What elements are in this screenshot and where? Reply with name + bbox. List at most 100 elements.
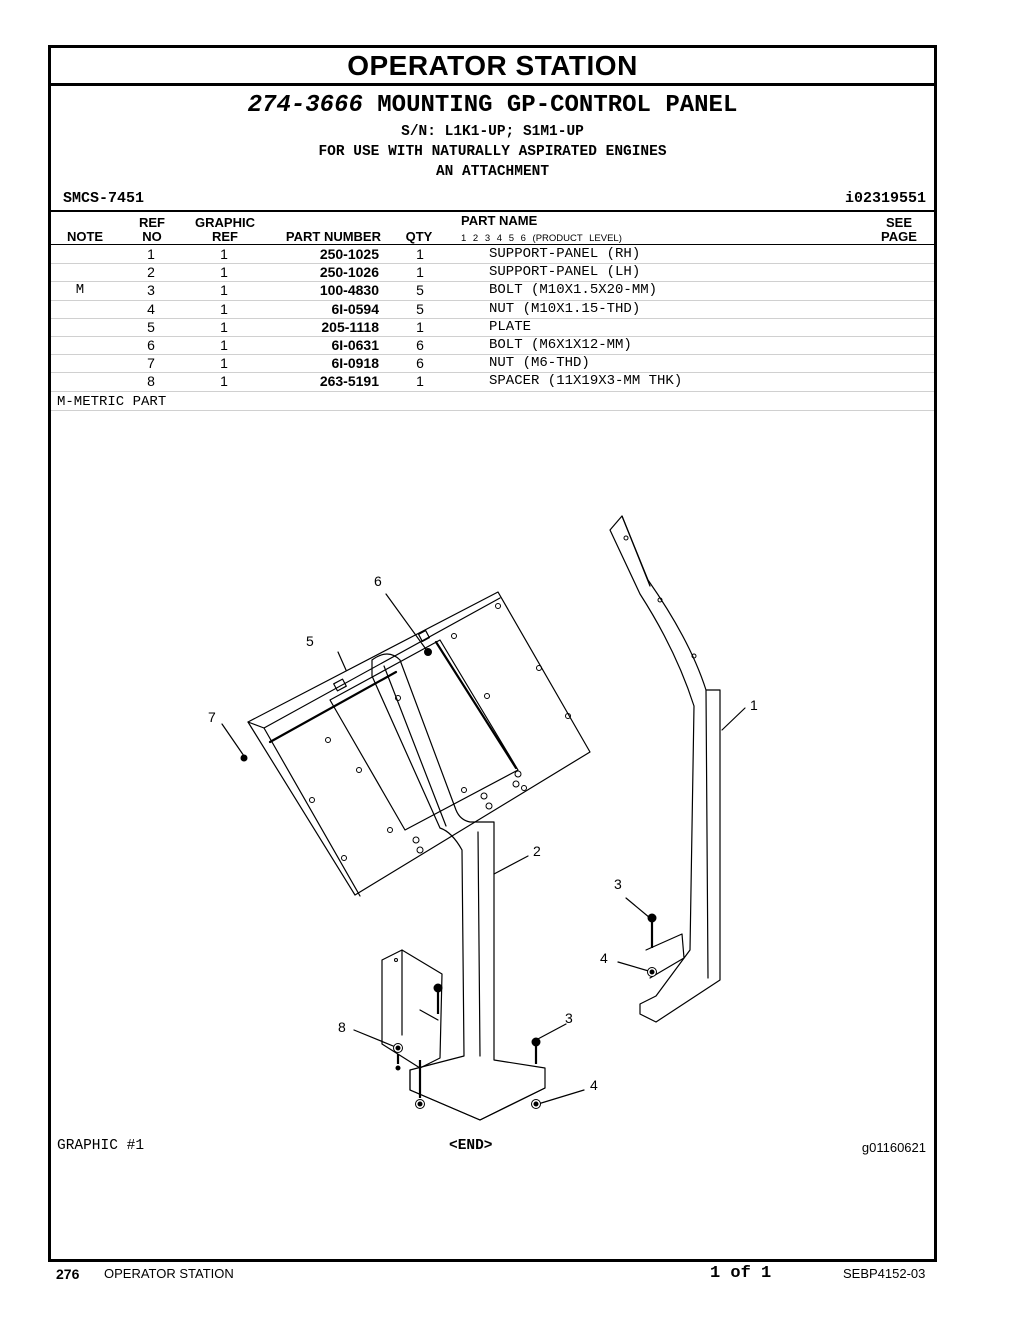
cell-graphic-ref: 1 <box>193 300 255 319</box>
product-level-label: 1 2 3 4 5 6 (PRODUCT LEVEL) <box>461 233 622 244</box>
header-top-rule <box>51 210 934 212</box>
cell-ref-no: 4 <box>109 300 193 319</box>
panel-cutout <box>329 639 519 831</box>
cell-part-name: NUT (M6-THD) <box>461 354 934 374</box>
cell-part-number: 6I-0918 <box>255 354 379 374</box>
cell-part-name: NUT (M10X1.15-THD) <box>461 300 934 319</box>
cell-part-number: 205-1118 <box>255 318 379 337</box>
cell-note: M <box>51 281 109 301</box>
cell-ref-no: 5 <box>109 318 193 337</box>
cell-note <box>51 300 109 319</box>
callout-2: 2 <box>533 843 541 859</box>
cell-note <box>51 246 109 265</box>
callout-4b: 4 <box>590 1077 598 1093</box>
cell-part-number: 250-1025 <box>255 246 379 265</box>
cell-qty: 6 <box>379 336 461 356</box>
cell-graphic-ref: 1 <box>193 318 255 337</box>
smcs-code: SMCS-7451 <box>63 190 145 207</box>
document-id: i02319551 <box>844 190 926 207</box>
left-support-panel <box>371 653 546 1121</box>
right-support-panel <box>609 515 721 1023</box>
usage-note: FOR USE WITH NATURALLY ASPIRATED ENGINES <box>318 144 667 160</box>
callout-3b: 3 <box>565 1010 573 1026</box>
callout-7: 7 <box>208 709 216 725</box>
header-part-name: PART NAME <box>461 213 538 228</box>
control-panel-plate <box>247 591 591 896</box>
metric-note: M-METRIC PART <box>57 394 167 410</box>
cell-ref-no: 2 <box>109 263 193 283</box>
footer-page-number: 276 <box>56 1266 80 1282</box>
section-title: OPERATOR STATION <box>51 48 934 86</box>
end-label: <END> <box>449 1138 493 1154</box>
cell-note <box>51 263 109 283</box>
cell-qty: 1 <box>379 372 461 392</box>
cell-ref-no: 3 <box>109 281 193 301</box>
metric-rule <box>51 410 934 411</box>
cell-qty: 6 <box>379 354 461 374</box>
callout-3a: 3 <box>614 876 622 892</box>
cell-graphic-ref: 1 <box>193 263 255 283</box>
page-frame: OPERATOR STATION 274-3666 MOUNTING GP-CO… <box>48 45 937 1262</box>
cell-graphic-ref: 1 <box>193 372 255 392</box>
cell-graphic-ref: 1 <box>193 281 255 301</box>
cell-qty: 1 <box>379 246 461 265</box>
graphic-id: g01160621 <box>861 1140 926 1155</box>
group-part-number: 274-3666 <box>247 92 363 119</box>
cell-qty: 1 <box>379 263 461 283</box>
cell-graphic-ref: 1 <box>193 354 255 374</box>
cell-note <box>51 318 109 337</box>
cell-qty: 5 <box>379 281 461 301</box>
callout-5: 5 <box>306 633 314 649</box>
header-qty: QTY <box>405 229 433 244</box>
graphic-label: GRAPHIC #1 <box>57 1138 145 1154</box>
cell-note <box>51 336 109 356</box>
cell-part-number: 100-4830 <box>255 281 379 301</box>
cell-part-number: 6I-0594 <box>255 300 379 319</box>
attachment-type: AN ATTACHMENT <box>435 164 550 180</box>
cell-ref-no: 6 <box>109 336 193 356</box>
cell-part-name: PLATE <box>461 318 934 337</box>
cell-note <box>51 372 109 392</box>
serial-range: S/N: L1K1-UP; S1M1-UP <box>401 124 584 140</box>
cell-note <box>51 354 109 374</box>
cell-part-name: BOLT (M10X1.5X20-MM) <box>461 281 934 301</box>
callout-6: 6 <box>374 573 382 589</box>
cell-ref-no: 1 <box>109 246 193 265</box>
cell-graphic-ref: 1 <box>193 246 255 265</box>
callout-1: 1 <box>750 697 758 713</box>
footer-page-of: 1 of 1 <box>710 1264 772 1283</box>
footer-section: OPERATOR STATION <box>104 1266 234 1281</box>
group-title: 274-3666 MOUNTING GP-CONTROL PANEL <box>51 92 934 120</box>
cell-part-name: BOLT (M6X1X12-MM) <box>461 336 934 356</box>
cell-part-number: 6I-0631 <box>255 336 379 356</box>
cell-qty: 1 <box>379 318 461 337</box>
header-part-number: PART NUMBER <box>285 229 381 244</box>
cell-ref-no: 8 <box>109 372 193 392</box>
cell-qty: 5 <box>379 300 461 319</box>
callout-4a: 4 <box>600 950 608 966</box>
cell-part-name: SUPPORT-PANEL (RH) <box>461 246 934 265</box>
cell-part-name: SPACER (11X19X3-MM THK) <box>461 372 934 392</box>
spacer-bracket <box>381 949 443 1069</box>
cell-graphic-ref: 1 <box>193 336 255 356</box>
cell-ref-no: 7 <box>109 354 193 374</box>
header-bottom-rule <box>51 244 934 245</box>
group-name: MOUNTING GP-CONTROL PANEL <box>377 92 738 119</box>
callout-8: 8 <box>338 1019 346 1035</box>
cell-part-number: 263-5191 <box>255 372 379 392</box>
footer-doc-number: SEBP4152-03 <box>843 1266 926 1281</box>
header-note: NOTE <box>66 229 104 244</box>
